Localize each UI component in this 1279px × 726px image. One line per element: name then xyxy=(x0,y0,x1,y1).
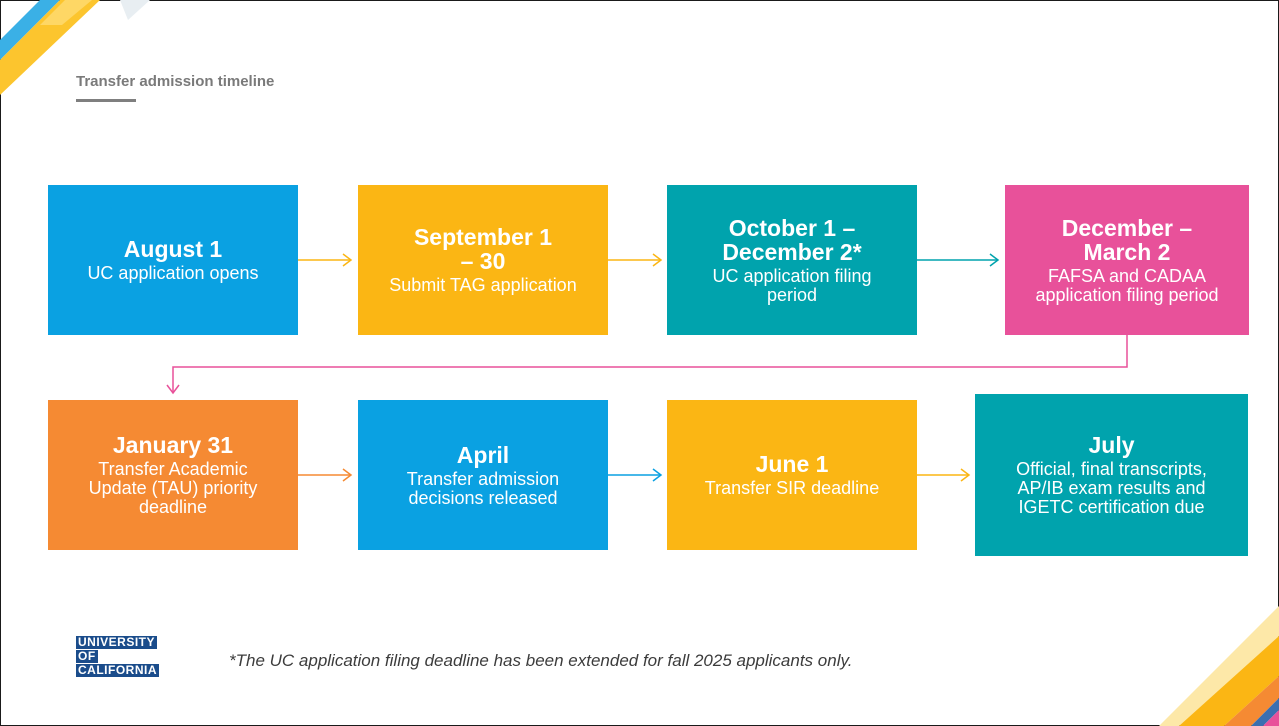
step-description: FAFSA and CADAA application filing perio… xyxy=(1035,265,1219,305)
arrow-apr-jun xyxy=(608,468,663,482)
step-date: October 1 – December 2* xyxy=(722,214,862,265)
arrow-jun-jul xyxy=(917,468,971,482)
step-date: July xyxy=(1088,432,1135,458)
step-description: UC application filing period xyxy=(712,265,872,305)
logo-line: UNIVERSITY xyxy=(76,635,158,649)
step-date: September 1 – 30 xyxy=(413,224,553,274)
corner-decoration-top-left xyxy=(0,0,150,95)
arrow-sep-oct xyxy=(608,253,663,267)
timeline-step-april: April Transfer admission decisions relea… xyxy=(358,400,608,550)
timeline-step-june: June 1 Transfer SIR deadline xyxy=(667,400,917,550)
arrow-dec-jan xyxy=(166,335,1128,395)
logo-line: OF xyxy=(76,649,98,663)
title-underline xyxy=(76,99,136,102)
timeline-step-september: September 1 – 30 Submit TAG application xyxy=(358,185,608,335)
step-date: April xyxy=(456,441,510,468)
step-date: January 31 xyxy=(112,432,234,458)
arrow-aug-sep xyxy=(298,253,353,267)
step-description: Submit TAG application xyxy=(389,275,577,295)
logo-line: CALIFORNIA xyxy=(76,663,159,677)
arrow-oct-dec xyxy=(917,253,1000,267)
step-date: June 1 xyxy=(755,451,829,477)
step-description: Official, final transcripts, AP/IB exam … xyxy=(1016,459,1207,517)
step-date: August 1 xyxy=(123,236,223,262)
step-description: Transfer SIR deadline xyxy=(704,478,880,498)
timeline-step-december: December – March 2 FAFSA and CADAA appli… xyxy=(1005,185,1249,335)
step-description: Transfer Academic Update (TAU) priority … xyxy=(88,459,258,517)
timeline-step-october: October 1 – December 2* UC application f… xyxy=(667,185,917,335)
page-title: Transfer admission timeline xyxy=(76,73,275,90)
timeline-step-january: January 31 Transfer Academic Update (TAU… xyxy=(48,400,298,550)
timeline-step-july: July Official, final transcripts, AP/IB … xyxy=(975,394,1248,556)
step-description: UC application opens xyxy=(87,263,259,283)
arrow-jan-apr xyxy=(298,468,353,482)
university-of-california-logo: UNIVERSITY OF CALIFORNIA xyxy=(76,636,177,678)
footnote: *The UC application filing deadline has … xyxy=(229,651,853,670)
timeline-step-august: August 1 UC application opens xyxy=(48,185,298,335)
step-date: December – March 2 xyxy=(1061,214,1193,265)
step-description: Transfer admission decisions released xyxy=(406,468,560,508)
corner-decoration-bottom-right xyxy=(1159,606,1279,726)
